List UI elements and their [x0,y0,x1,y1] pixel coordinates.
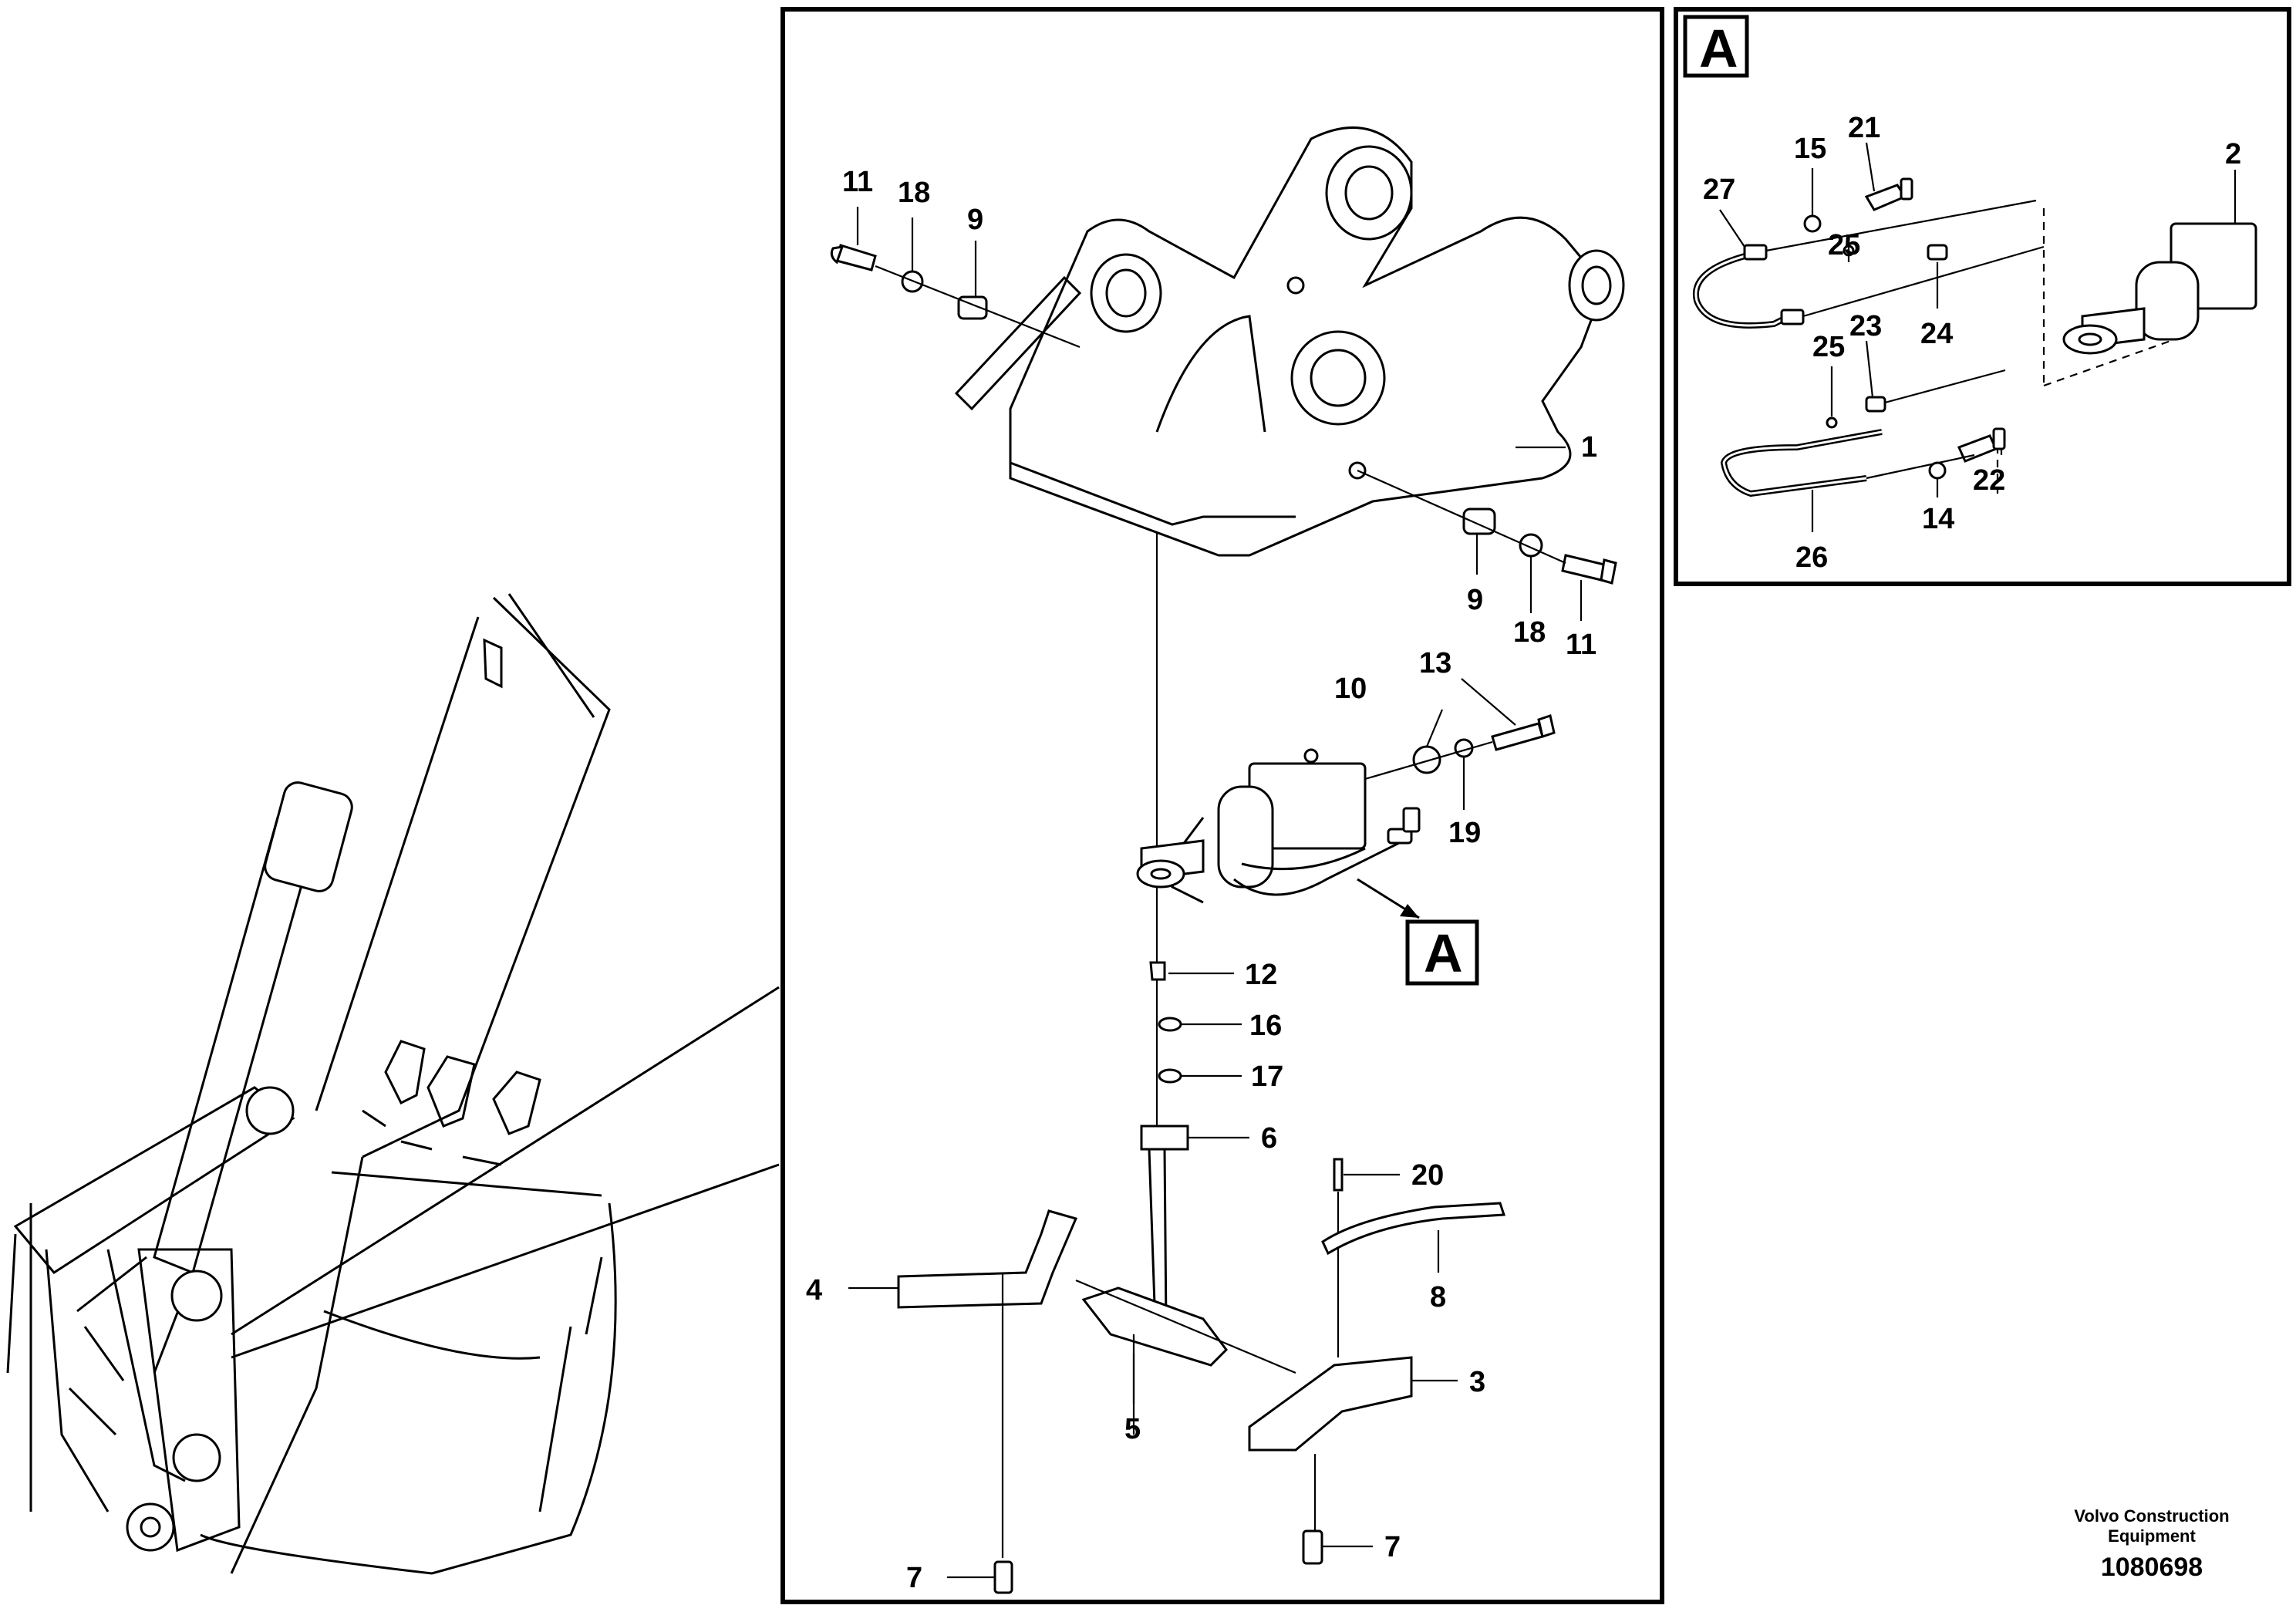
callout-20: 20 [1411,1159,1444,1192]
callout-leaders [848,142,2237,1579]
washer-15 [1803,214,1822,233]
washer-10 [1412,745,1441,774]
callout-3: 3 [1469,1366,1485,1398]
callout-23: 23 [1849,310,1882,342]
callout-7-right: 7 [1384,1531,1401,1563]
washer-17 [1158,1068,1182,1084]
main-exploded-view [830,126,1625,1594]
callout-27: 27 [1703,174,1735,206]
bolt-11-lower [1561,554,1617,585]
callout-17: 17 [1251,1061,1283,1093]
callout-10: 10 [1334,673,1367,705]
callout-numbers: 11 18 9 1 9 18 11 13 10 19 A 12 16 17 6 … [806,19,2241,1594]
callout-9-upper: 9 [967,204,983,236]
detail-a-hoses [1692,177,2257,497]
callout-25-lower: 25 [1812,331,1845,363]
callout-15: 15 [1794,133,1826,165]
hose-26 [1720,429,1883,497]
callout-6: 6 [1261,1122,1277,1155]
rod-8 [1321,1202,1506,1256]
pin-7-right [1302,1529,1323,1565]
callout-13: 13 [1419,647,1451,679]
callout-19: 19 [1448,817,1481,849]
locking-cylinder-assembly [1136,748,1421,904]
callout-9-lower: 9 [1467,584,1483,616]
washer-14 [1928,461,1947,480]
callout-18-upper: 18 [898,177,930,209]
callout-25-upper: 25 [1828,229,1860,261]
company-name-line1: Volvo Construction [2074,1506,2229,1526]
callout-21: 21 [1848,112,1880,144]
part-3-wedge [1248,1356,1413,1452]
washer-16 [1158,1017,1182,1032]
detail-a-callout-letter: A [1424,923,1463,983]
drawing-number: 1080698 [2101,1553,2203,1582]
detail-a-panel [1674,7,2291,586]
callout-1: 1 [1581,431,1597,464]
callout-16: 16 [1249,1010,1282,1042]
detail-a-callout-box [1405,919,1479,986]
callout-2: 2 [2225,138,2241,170]
main-detail-panel [781,7,1664,1604]
bucket-context-illustration [6,593,780,1575]
screw-12 [1149,961,1166,981]
footer-credit: Volvo Construction Equipment 1080698 [2074,1506,2229,1582]
callout-5: 5 [1124,1413,1141,1445]
detail-a-title-letter: A [1699,19,1738,79]
callout-7-left: 7 [906,1562,922,1594]
bolt-13 [1491,714,1556,751]
quick-coupler-context [68,1248,241,1553]
pin-20 [1333,1158,1344,1192]
part-1-quick-coupler [954,126,1625,557]
callout-8: 8 [1430,1281,1446,1313]
o-ring-25-lower [1826,416,1838,429]
adapter-23 [1865,396,1886,413]
bucket-teeth [362,1040,541,1166]
hose-27 [1692,251,1791,329]
company-name-line2: Equipment [2108,1526,2196,1546]
part-4-wedge [897,1209,1078,1309]
elbow-21 [1864,184,1907,211]
detail-a-title-box [1683,15,1749,78]
callout-18-lower: 18 [1513,616,1546,649]
callout-4: 4 [806,1274,822,1307]
callout-11-lower: 11 [1566,629,1596,661]
callout-12: 12 [1245,959,1277,991]
callout-11-upper: 11 [842,166,873,198]
linkage-arm [6,1086,295,1512]
callout-26: 26 [1795,541,1828,574]
bolt-11-upper [830,244,877,271]
callout-22: 22 [1973,464,2005,497]
pin-7-left [993,1560,1013,1594]
washer-18-lower [1519,533,1543,558]
adapter-24 [1927,244,1948,261]
callout-14: 14 [1922,503,1954,535]
bracket-6 [1140,1125,1189,1328]
part-2-cylinder [2062,222,2257,355]
part-5-lever [1081,1286,1228,1367]
callout-24: 24 [1920,318,1953,350]
